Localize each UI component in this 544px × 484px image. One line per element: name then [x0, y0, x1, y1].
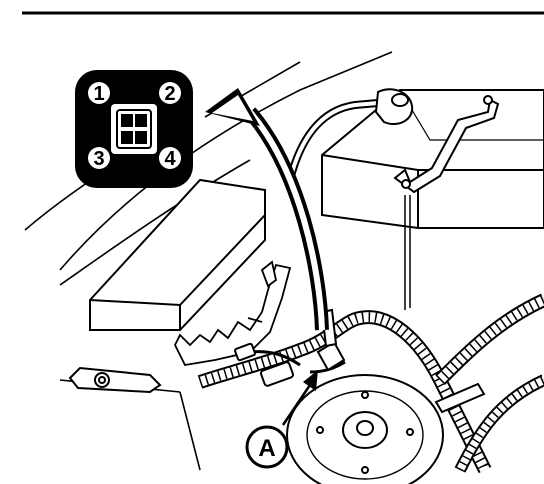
battery-cable: [286, 88, 414, 181]
connector-inset: 1 2 3 4: [75, 70, 193, 188]
mount-bracket: [68, 366, 162, 394]
battery: [321, 89, 544, 229]
pin-4-marker: 4: [159, 147, 181, 170]
relay-box: [89, 178, 266, 331]
pin-2-label: 2: [164, 83, 175, 105]
connector-face: [109, 102, 159, 156]
pin-4-label: 4: [164, 148, 176, 170]
pin-1-marker: 1: [88, 82, 110, 105]
harness-connector: [234, 342, 294, 387]
pin-3-label: 3: [93, 148, 104, 170]
pulley: [286, 374, 444, 484]
cable-tie: [434, 382, 486, 414]
battery-clamp: [393, 95, 500, 310]
pin-3-marker: 3: [88, 147, 110, 170]
callout-a-label: A: [258, 435, 275, 462]
pin-2-marker: 2: [159, 82, 181, 105]
wiring-harness: [197, 293, 544, 474]
pin-1-label: 1: [93, 83, 104, 105]
pointer-arrow: [205, 88, 329, 331]
callout-a: A: [245, 370, 318, 469]
